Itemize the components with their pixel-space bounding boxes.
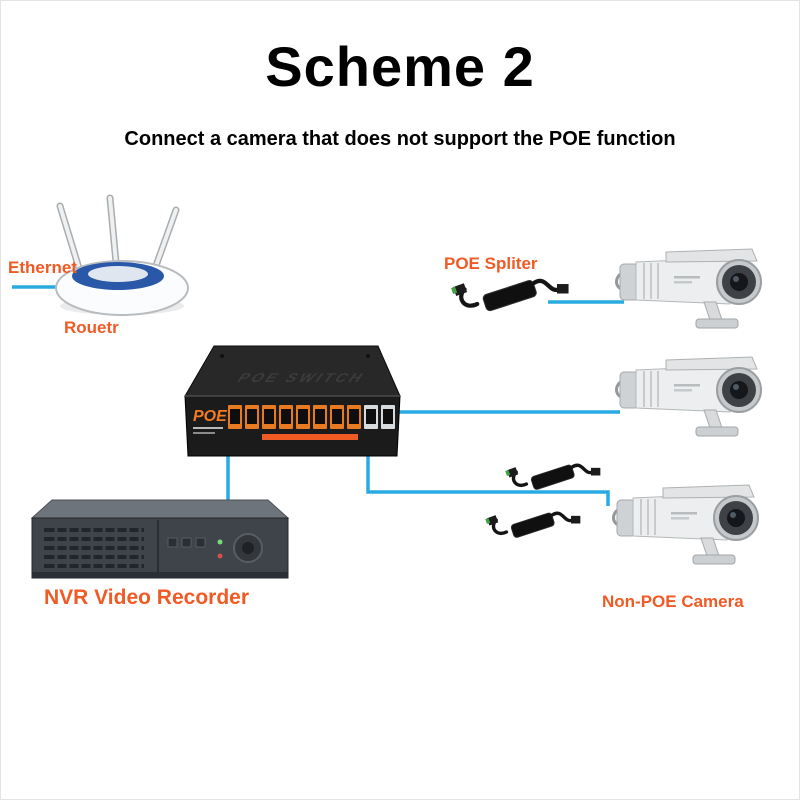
label-ethernet: Ethernet	[8, 258, 77, 277]
label-router: Rouetr	[64, 318, 119, 337]
camera-2	[615, 355, 763, 438]
router-device	[55, 194, 189, 316]
nvr-device	[30, 499, 290, 579]
poe-splitter-2	[503, 462, 603, 492]
camera-1	[615, 247, 763, 330]
label-nvr: NVR Video Recorder	[44, 586, 250, 609]
poe-switch-device: POE SWITCH POE	[184, 345, 401, 457]
poe-splitter-1	[451, 279, 569, 311]
label-non-poe-camera: Non-POE Camera	[602, 592, 744, 611]
switch-top-label: POE SWITCH	[234, 371, 369, 385]
switch-uplink-ports	[364, 405, 395, 429]
page-title: Scheme 2	[265, 35, 535, 98]
switch-front-label: POE	[193, 408, 228, 425]
switch-orange-strip	[262, 434, 358, 440]
cable-switch-camera3	[366, 454, 610, 506]
switch-poe-ports	[228, 405, 361, 429]
page-subtitle: Connect a camera that does not support t…	[124, 128, 676, 150]
poe-splitter-3	[483, 510, 583, 540]
label-poe-splitter: POE Spliter	[444, 254, 538, 273]
nvr-vent-grid	[44, 526, 144, 570]
camera-3	[612, 483, 760, 566]
